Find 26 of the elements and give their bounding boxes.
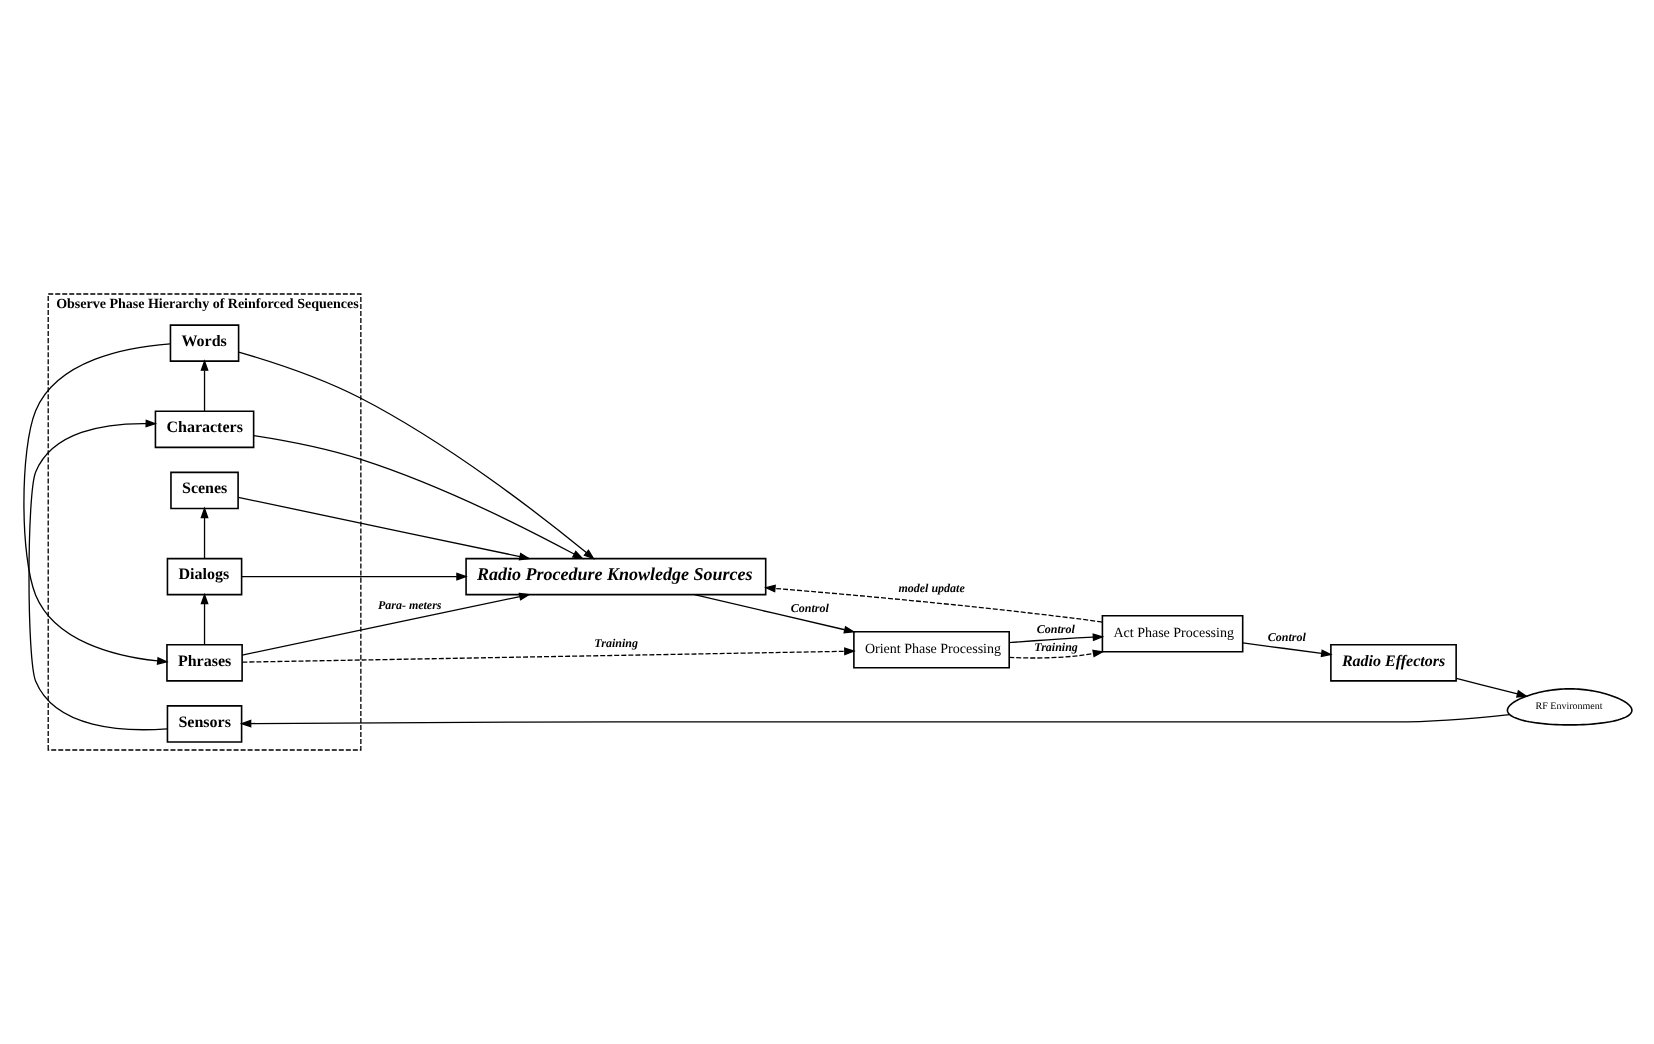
- arrow: [692, 594, 855, 634]
- arrow: [236, 496, 530, 561]
- node-box: Phrases: [165, 643, 242, 682]
- arrow: [27, 419, 167, 731]
- arrow: [238, 713, 1510, 728]
- node-box: Radio Effectors: [1329, 643, 1456, 682]
- arrow: [240, 592, 530, 656]
- arrow: [237, 351, 594, 560]
- arrow: [199, 592, 208, 646]
- arrow: [240, 572, 467, 581]
- arrow: [763, 584, 1102, 623]
- arrow: [1007, 649, 1104, 659]
- node-box: Scenes: [169, 471, 238, 510]
- arrow: [22, 343, 170, 665]
- arrow: [1007, 633, 1104, 644]
- arrow: [240, 647, 855, 663]
- node-box: Words: [168, 324, 239, 362]
- arrow: [199, 359, 208, 412]
- node-box: Dialogs: [165, 557, 242, 596]
- node-box: Radio Procedure Knowledge Sources: [464, 557, 766, 596]
- node-box: Sensors: [165, 705, 242, 743]
- node-box: Characters: [153, 410, 254, 449]
- arrow: [199, 506, 208, 560]
- arrow: [1241, 642, 1332, 658]
- arrow: [252, 434, 583, 560]
- arrow: [1454, 677, 1528, 698]
